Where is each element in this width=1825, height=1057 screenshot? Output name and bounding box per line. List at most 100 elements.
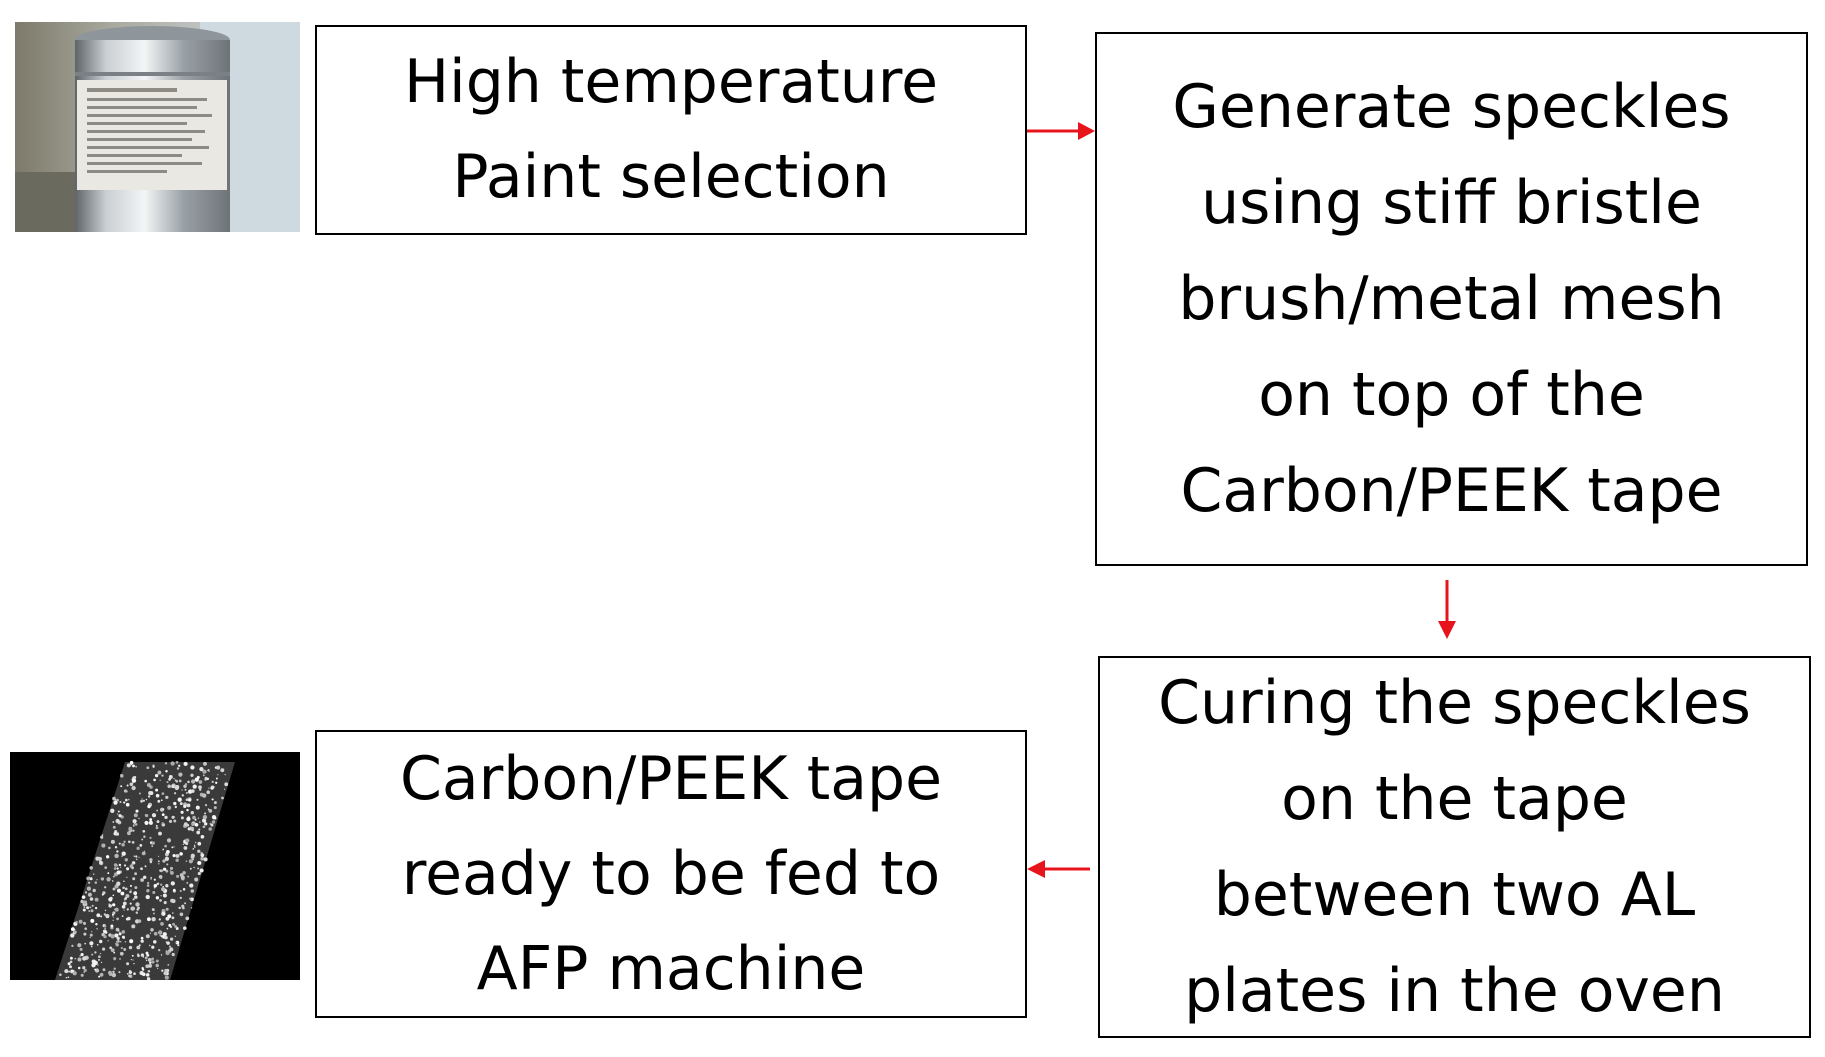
speckle-dot bbox=[91, 953, 94, 956]
speckle-dot bbox=[194, 823, 199, 827]
speckle-dot bbox=[192, 815, 196, 820]
speckle-dot bbox=[189, 883, 194, 888]
speckle-dot bbox=[64, 969, 69, 974]
speckle-dot bbox=[95, 922, 98, 926]
speckle-dot bbox=[196, 830, 201, 835]
speckle-dot bbox=[210, 823, 214, 827]
speckle-dot bbox=[167, 784, 171, 789]
speckle-dot bbox=[115, 818, 120, 824]
speckle-dot bbox=[197, 860, 202, 866]
speckle-dot bbox=[89, 941, 94, 946]
speckle-dot bbox=[99, 860, 103, 864]
step-line: plates in the oven bbox=[1184, 956, 1725, 1026]
speckle-dot bbox=[161, 822, 164, 825]
speckle-dot bbox=[118, 971, 121, 974]
speckle-dot bbox=[193, 866, 195, 869]
speckle-dot bbox=[96, 913, 101, 918]
speckle-dot bbox=[157, 967, 159, 970]
speckle-dot bbox=[129, 890, 132, 894]
speckle-dot bbox=[80, 899, 84, 904]
speckle-dot bbox=[202, 818, 207, 823]
speckle-dot bbox=[132, 877, 136, 881]
speckle-dot bbox=[211, 820, 216, 824]
speckle-dot bbox=[146, 766, 150, 770]
speckle-dot bbox=[113, 967, 116, 970]
speckle-dot bbox=[126, 784, 129, 787]
speckle-dot bbox=[136, 945, 141, 950]
speckle-dot bbox=[93, 873, 95, 875]
speckle-dot bbox=[89, 877, 93, 881]
speckle-dot bbox=[115, 864, 118, 867]
speckle-dot bbox=[210, 786, 214, 790]
speckle-dot bbox=[88, 876, 91, 879]
speckle-dot bbox=[138, 817, 140, 820]
speckle-dot bbox=[102, 968, 106, 972]
speckle-dot bbox=[116, 917, 119, 921]
speckle-dot bbox=[137, 919, 142, 923]
speckle-dot bbox=[175, 942, 178, 944]
speckle-dot bbox=[132, 959, 134, 961]
speckle-dot bbox=[175, 858, 179, 862]
speckle-dot bbox=[190, 897, 194, 902]
speckle-dot bbox=[110, 948, 115, 953]
speckle-dot bbox=[119, 866, 122, 868]
speckle-dot bbox=[181, 789, 183, 791]
speckle-dot bbox=[140, 936, 144, 940]
step-tape-ready: Carbon/PEEK tape ready to be fed to AFP … bbox=[315, 730, 1027, 1018]
speckle-dot bbox=[171, 846, 174, 849]
speckle-dot bbox=[164, 856, 170, 861]
speckle-dot bbox=[178, 772, 183, 777]
speckle-dot bbox=[202, 825, 206, 829]
speckle-dot bbox=[169, 947, 174, 952]
speckle-dot bbox=[107, 940, 109, 942]
speckle-dot bbox=[94, 968, 97, 971]
speckle-dot bbox=[99, 972, 104, 977]
speckle-dot bbox=[211, 798, 214, 801]
speckle-dot bbox=[111, 914, 114, 917]
speckle-dot bbox=[187, 875, 190, 878]
speckle-dot bbox=[67, 962, 71, 966]
speckle-dot bbox=[204, 778, 207, 781]
speckle-dot bbox=[112, 916, 115, 918]
speckle-dot bbox=[208, 787, 210, 789]
speckle-dot bbox=[165, 869, 169, 873]
speckle-dot bbox=[119, 957, 121, 960]
speckle-dot bbox=[103, 886, 107, 889]
step-generate-speckles: Generate speckles using stiff bristle br… bbox=[1095, 32, 1808, 566]
speckle-dot bbox=[96, 944, 99, 946]
speckle-dot bbox=[165, 950, 170, 956]
speckle-dot bbox=[108, 846, 111, 850]
step-line: using stiff bristle bbox=[1201, 168, 1702, 238]
speckle-dot bbox=[150, 878, 152, 880]
speckle-dot bbox=[186, 881, 189, 884]
speckle-dot bbox=[149, 791, 154, 796]
speckle-dot bbox=[149, 858, 153, 862]
speckle-dot bbox=[135, 809, 139, 813]
speckle-dot bbox=[155, 788, 159, 792]
speckle-dot bbox=[125, 917, 129, 921]
speckle-dot bbox=[141, 968, 145, 971]
speckle-dot bbox=[189, 867, 192, 870]
speckle-dot bbox=[126, 876, 128, 879]
speckle-dot bbox=[104, 927, 107, 930]
speckle-dot bbox=[116, 850, 119, 853]
speckle-dot bbox=[90, 918, 95, 923]
speckle-dot bbox=[90, 909, 94, 913]
speckle-dot bbox=[114, 933, 119, 938]
speckle-dot bbox=[215, 777, 218, 780]
speckle-dot bbox=[172, 922, 176, 926]
speckle-dot bbox=[77, 966, 81, 970]
speckle-dot bbox=[91, 904, 94, 907]
speckle-dot bbox=[156, 820, 160, 824]
speckle-dot bbox=[131, 866, 135, 870]
speckle-dot bbox=[185, 791, 188, 794]
speckle-dot bbox=[197, 817, 200, 819]
speckle-dot bbox=[130, 889, 132, 891]
speckle-dot bbox=[197, 849, 201, 853]
speckle-dot bbox=[159, 779, 161, 782]
speckle-dot bbox=[69, 956, 73, 960]
speckle-dot bbox=[113, 800, 118, 805]
step-line: Carbon/PEEK tape bbox=[1180, 456, 1723, 526]
speckle-dot bbox=[100, 877, 105, 881]
speckle-dot bbox=[144, 820, 149, 825]
